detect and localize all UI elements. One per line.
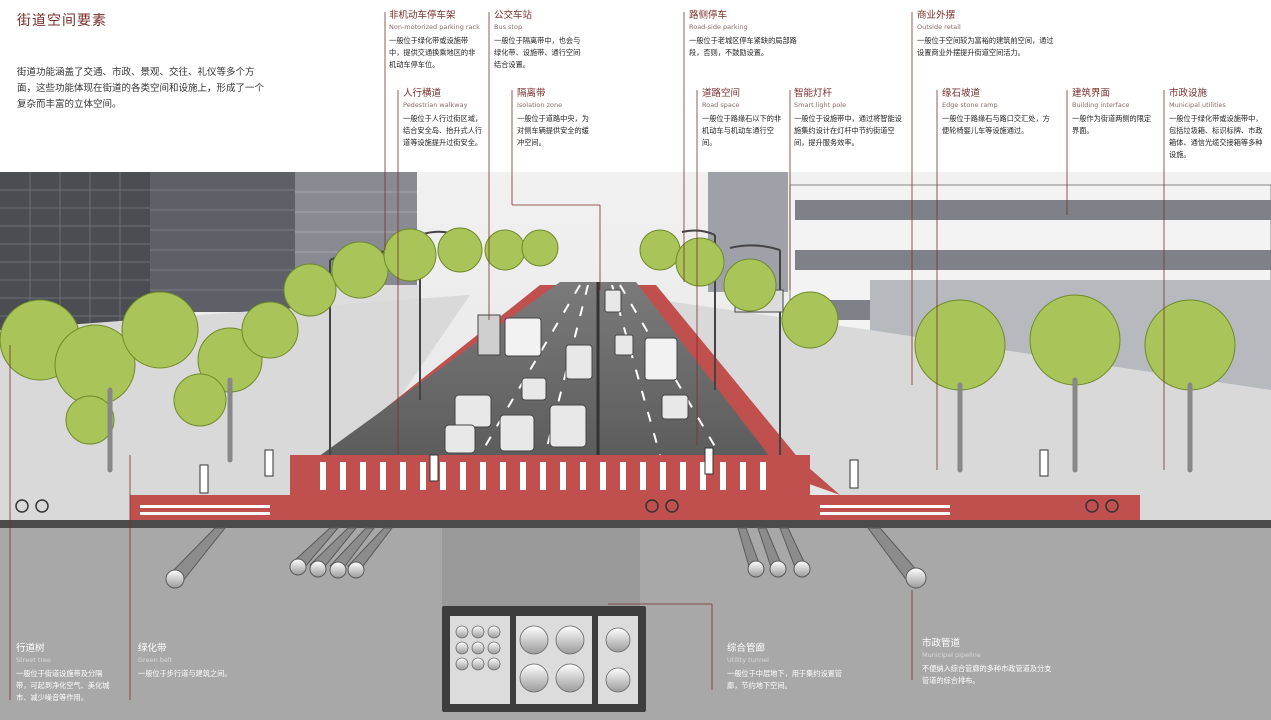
label-zh: 行道树 — [16, 643, 45, 654]
label-desc: 一般位于绿化带或设施带中，提供交通换乘地区的非机动车停车位。 — [389, 36, 476, 69]
bus-shelter — [477, 314, 501, 356]
leader-lines — [9, 12, 1165, 700]
label-zh: 绿化带 — [138, 643, 167, 654]
label-en: Bus stop — [494, 23, 523, 31]
label-bike-parking: 非机动车停车架 Non-motorized parking rack 一般位于绿… — [389, 10, 481, 71]
label-street-tree: 行道树 Street tree 一般位于街道设施带及分隔带，可起到净化空气、美化… — [16, 643, 112, 704]
roadway — [300, 282, 780, 470]
page-title: 街道空间要素 — [17, 13, 107, 29]
label-zh: 道路空间 — [702, 88, 741, 99]
label-desc: 一般位于道路中央，为对侧车辆提供安全的缓冲空间。 — [517, 114, 589, 147]
tree-icon — [0, 227, 1236, 445]
label-desc: 一般位于步行道与建筑之间。 — [138, 669, 232, 678]
label-building-interface: 建筑界面 Building interface 一般作为街道两侧的限定界面。 — [1072, 88, 1158, 137]
label-zh: 市政管道 — [922, 638, 961, 649]
label-roadside-parking: 路侧停车 Road-side parking 一般位于老城区停车紧缺的局部路段，… — [689, 10, 809, 59]
label-zh: 路侧停车 — [689, 10, 728, 21]
label-zh: 人行横道 — [403, 88, 442, 99]
label-road-space: 道路空间 Road space 一般位于路缘石以下的非机动车与机动车通行空间。 — [702, 88, 782, 149]
label-en: Municipal utilities — [1169, 101, 1226, 109]
label-outside-retail: 商业外摆 Outside retail 一般位于空间较为富裕的建筑前空间，通过设… — [917, 10, 1057, 59]
label-isolation-zone: 隔离带 Isolation zone 一般位于道路中央，为对侧车辆提供安全的缓冲… — [517, 88, 595, 149]
label-desc: 一般作为街道两侧的限定界面。 — [1072, 114, 1152, 135]
label-desc: 一般位于中层地下，用于集约设置管廊，节约地下空间。 — [727, 669, 843, 690]
label-municipal-pipeline: 市政管道 Municipal pipeline 不便纳入综合管廊的多种市政管道及… — [922, 638, 1052, 687]
label-en: Edge stone ramp — [942, 101, 998, 109]
right-bike-lane — [636, 285, 840, 495]
label-desc: 一般位于老城区停车紧缺的局部路段，否则，不鼓励设置。 — [689, 36, 797, 57]
label-desc: 一般位于路缘石与路口交汇处，方便轮椅婴儿车等设施通过。 — [942, 114, 1050, 135]
label-zh: 隔离带 — [517, 88, 546, 99]
crosswalk — [320, 462, 766, 490]
label-smart-light: 智能灯杆 Smart light pole 一般位于设施带中，通过将智能设施集约… — [794, 88, 902, 149]
label-en: Outside retail — [917, 23, 961, 31]
label-desc: 一般位于设施带中，通过将智能设施集约设计在灯杆中节约街道空间，提升服务效率。 — [794, 114, 902, 147]
pedestrian-icon — [199, 447, 1049, 494]
utility-tunnel-section — [442, 528, 646, 712]
label-en: Municipal pipeline — [922, 651, 981, 659]
label-en: Isolation zone — [517, 101, 563, 109]
label-en: Pedestrian walkway — [403, 101, 468, 109]
label-desc: 一般位于人行过街区域，结合安全岛、抬升式人行道等设施提升过街安全。 — [403, 114, 483, 147]
car-icon — [444, 289, 689, 454]
label-en: Non-motorized parking rack — [389, 23, 480, 31]
label-zh: 公交车站 — [494, 10, 533, 21]
label-zh: 综合管廊 — [727, 643, 766, 654]
label-en: Street tree — [16, 656, 51, 664]
label-municipal-utilities: 市政设施 Municipal utilities 一般位于绿化带或设施带中，包括… — [1169, 88, 1265, 161]
bus-icon — [504, 317, 678, 381]
label-utility-tunnel: 综合管廊 Utility tunnel 一般位于中层地下，用于集约设置管廊，节约… — [727, 643, 845, 692]
label-zh: 市政设施 — [1169, 88, 1208, 99]
label-desc: 一般位于绿化带或设施带中，包括垃圾箱、标识标牌、市政箱体、通信光缆交接箱等多种设… — [1169, 114, 1263, 159]
label-en: Utility tunnel — [727, 656, 769, 664]
label-desc: 一般位于隔离带中，也会与绿化带、设施带、通行空间结合设置。 — [494, 36, 581, 69]
label-pedestrian-walkway: 人行横道 Pedestrian walkway 一般位于人行过街区域，结合安全岛… — [403, 88, 483, 149]
label-zh: 缘石坡道 — [942, 88, 981, 99]
label-desc: 一般位于路缘石以下的非机动车与机动车通行空间。 — [702, 114, 782, 147]
label-desc: 不便纳入综合管廊的多种市政管道及分支管道的综合排布。 — [922, 664, 1052, 685]
right-sidewalk — [660, 300, 1271, 495]
bicycle-icon — [15, 499, 1119, 513]
label-en: Smart light pole — [794, 101, 847, 109]
label-zh: 智能灯杆 — [794, 88, 833, 99]
intro-text: 街道功能涵盖了交通、市政、景观、交往、礼仪等多个方面，这些功能体现在街道的各类空… — [17, 67, 265, 110]
label-desc: 一般位于街道设施带及分隔带，可起到净化空气、美化城市、减少噪音等作用。 — [16, 669, 110, 702]
label-zh: 建筑界面 — [1072, 88, 1111, 99]
label-en: Building interface — [1072, 101, 1130, 109]
label-edge-ramp: 缘石坡道 Edge stone ramp 一般位于路缘石与路口交汇处，方便轮椅婴… — [942, 88, 1052, 137]
label-en: Road space — [702, 101, 740, 109]
label-zh: 非机动车停车架 — [389, 10, 456, 21]
label-en: Road-side parking — [689, 23, 748, 31]
label-green-belt: 绿化带 Green belt 一般位于步行道与建筑之间。 — [138, 643, 278, 680]
label-en: Green belt — [138, 656, 173, 664]
label-zh: 商业外摆 — [917, 10, 956, 21]
pipe-icon — [165, 527, 927, 589]
label-desc: 一般位于空间较为富裕的建筑前空间，通过设置商业外摆提升街道空间活力。 — [917, 36, 1054, 57]
label-bus-stop: 公交车站 Bus stop 一般位于隔离带中，也会与绿化带、设施带、通行空间结合… — [494, 10, 586, 71]
